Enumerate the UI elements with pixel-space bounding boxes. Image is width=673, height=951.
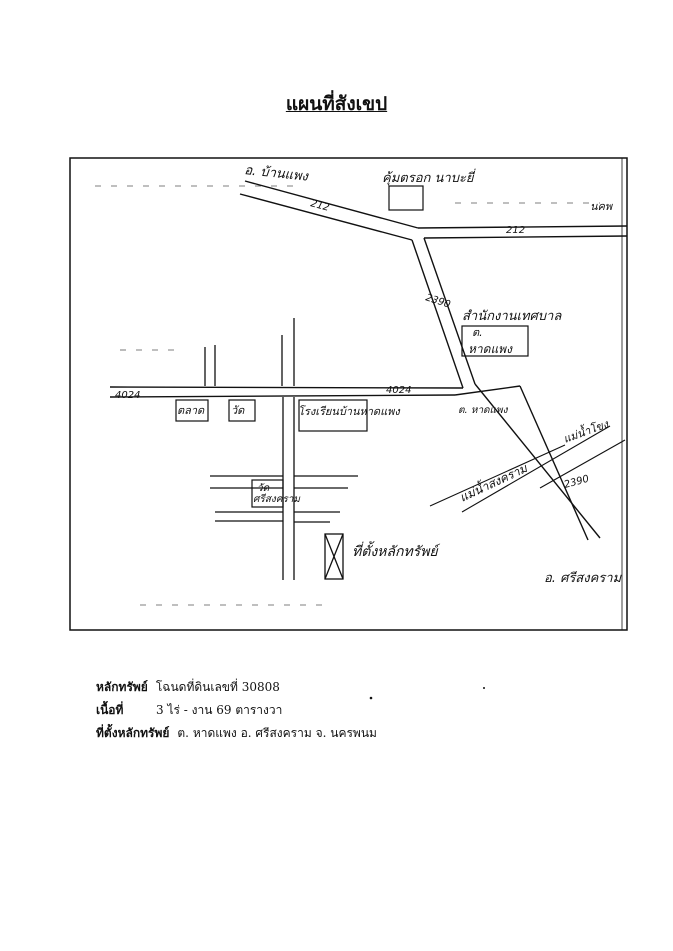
- road-212-left: [239, 180, 419, 241]
- road-2390-upper: [411, 237, 476, 389]
- label-river-1: แม่น้ำโขง: [561, 415, 612, 446]
- label-road-2390-bottom: 2390: [563, 474, 590, 491]
- river-lines: [429, 425, 626, 513]
- label-road-2390-top: 2390: [424, 292, 452, 310]
- label-property-site: ที่ตั้งหลักทรัพย์: [352, 541, 441, 560]
- page-title: แผนที่สังเขป: [285, 93, 388, 115]
- label-tambon-mark: ต. หาดแพง: [458, 405, 509, 416]
- school-box: [298, 399, 368, 432]
- side-streets-north: [204, 318, 295, 386]
- asset-value: โฉนดที่ดินเลขที่ 30808: [155, 680, 280, 694]
- location-label: ที่ตั้งหลักทรัพย์: [96, 726, 170, 740]
- label-road-212-right: 212: [506, 225, 525, 236]
- road-4024: [109, 386, 464, 398]
- label-road-212-left: 212: [309, 198, 330, 214]
- label-sao-office: สำนักงานเทศบาล: [462, 309, 562, 324]
- area-label: เนื้อที่: [96, 703, 124, 717]
- location-value: ต. หาดแพง อ. ศรีสงคราม จ. นครพนม: [177, 726, 377, 740]
- asset-row: หลักทรัพย์ โฉนดที่ดินเลขที่ 30808: [96, 676, 377, 699]
- road-212-right: [417, 225, 628, 239]
- temple-box: [228, 399, 256, 422]
- label-top-center-place: คุ้มตรอก นาบะยี่: [382, 168, 477, 186]
- market-box: [175, 399, 209, 422]
- label-temple2-name: ศรีสงคราม: [253, 493, 301, 505]
- label-sao-name: หาดแพง: [468, 342, 513, 356]
- road-2390-lower: [454, 383, 601, 541]
- cross-streets: [210, 475, 358, 523]
- label-sao-tambon: ต.: [472, 326, 483, 339]
- label-school: โรงเรียนบ้านหาดแพง: [298, 405, 401, 418]
- map-frame: [69, 157, 628, 631]
- asset-info: หลักทรัพย์ โฉนดที่ดินเลขที่ 30808 เนื้อที…: [96, 676, 377, 745]
- label-top-village: อ. บ้านแพง: [244, 163, 311, 185]
- label-temple2: วัด: [257, 483, 270, 494]
- label-road-4024-mid: 4024: [386, 385, 411, 396]
- speck: [483, 687, 485, 689]
- side-street-south: [282, 397, 295, 580]
- asset-label: หลักทรัพย์: [96, 680, 148, 694]
- scan-dashes: [95, 185, 600, 606]
- area-row: เนื้อที่ 3 ไร่ - งาน 69 ตารางวา: [96, 699, 377, 722]
- speck: [369, 696, 373, 700]
- label-bottom-right-town: อ. ศรีสงคราม: [544, 570, 623, 586]
- property-marker: [324, 533, 344, 580]
- label-road-4024-left: 4024: [115, 390, 140, 401]
- location-row: ที่ตั้งหลักทรัพย์ ต. หาดแพง อ. ศรีสงคราม …: [96, 722, 377, 745]
- sao-office-box: [461, 325, 529, 357]
- label-river-2: แม่น้ำสงคราม: [457, 459, 531, 505]
- area-value: 3 ไร่ - งาน 69 ตารางวา: [156, 703, 283, 717]
- top-center-place-box: [388, 185, 424, 211]
- label-market: ตลาด: [177, 404, 205, 417]
- label-temple: วัด: [231, 404, 245, 417]
- label-top-right-place: นคพ: [590, 200, 614, 213]
- temple2-box: [251, 479, 284, 508]
